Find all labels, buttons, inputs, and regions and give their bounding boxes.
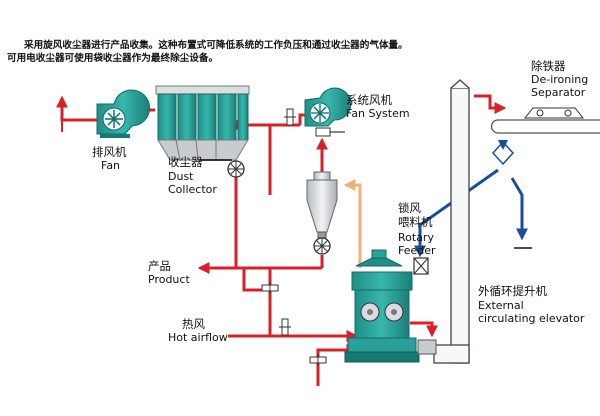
- dust-collector-label-en-1: Dust: [168, 170, 194, 183]
- dust-collector: [155, 85, 250, 178]
- mill-to-cyclone-line: [242, 268, 272, 298]
- de-ironing-label-cn: 除铁器: [531, 59, 566, 73]
- valve-fan-system: [284, 108, 296, 126]
- de-ironing-label-en-2: Separator: [531, 86, 586, 99]
- de-ironing-separator: [490, 107, 600, 166]
- rotary-feeder-label-cn-1: 锁风: [398, 201, 421, 215]
- dust-collector-label-cn: 收尘器: [168, 155, 203, 169]
- product-label-en: Product: [148, 273, 190, 286]
- material-flow-lines: [414, 168, 528, 258]
- fan-label-cn: 排风机: [92, 145, 127, 159]
- exhaust-fan: [96, 89, 151, 138]
- intro-line-2: 可用电收尘器可使用袋收尘器作为最终除尘设备。: [7, 53, 219, 64]
- fan-to-collector-line: [298, 113, 305, 125]
- dust-collector-label-en-2: Collector: [168, 183, 217, 196]
- feed-line: [343, 179, 362, 268]
- system-fan: [304, 87, 352, 137]
- system-fan-label-en: Fan System: [346, 107, 410, 120]
- hot-air-branch: [316, 344, 359, 378]
- elevator-to-separator-line: [474, 94, 507, 114]
- rotary-feeder-label-en-2: Feeder: [398, 244, 436, 257]
- system-fan-label-cn: 系统风机: [346, 93, 392, 107]
- valve-hot-air-bottom: [309, 354, 327, 366]
- elevator-label-en-2: circulating elevator: [478, 312, 585, 325]
- intro-line-1: 采用旋风收尘器进行产品收集。这种布置式可降低系统的工作负压和通过收尘器的气体量。: [24, 40, 408, 51]
- vertical-mill: [344, 249, 437, 363]
- product-label-cn: 产品: [148, 259, 171, 273]
- rotary-feeder-label-en-1: Rotary: [398, 231, 434, 244]
- cyclone-separator: [306, 171, 338, 255]
- mill-to-elevator-line: [410, 321, 438, 338]
- hot-airflow-label-cn: 热风: [182, 317, 205, 331]
- valve-hot-air-upper: [261, 282, 279, 294]
- exhaust-line: [56, 95, 98, 122]
- valve-hot-air-mid: [279, 318, 291, 336]
- rotary-feeder-label-cn-2: 喂料机: [398, 215, 433, 229]
- external-elevator: [433, 79, 470, 364]
- de-ironing-label-en-1: De-ironing: [531, 73, 589, 86]
- fan-label-en: Fan: [101, 159, 121, 172]
- rotary-feeder: [413, 257, 429, 275]
- elevator-label-cn: 外循环提升机: [478, 284, 547, 298]
- separator-to-feeder-line: [414, 168, 499, 258]
- valves: [261, 108, 327, 366]
- separator-reject-line: [510, 177, 528, 241]
- hot-airflow-label-en: Hot airflow: [168, 331, 228, 344]
- elevator-label-en-1: External: [478, 299, 524, 312]
- air-flow-lines: [56, 94, 507, 386]
